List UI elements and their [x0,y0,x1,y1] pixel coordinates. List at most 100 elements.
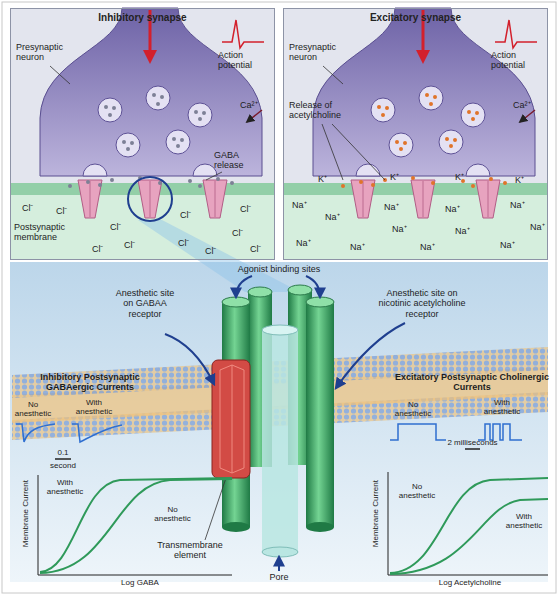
text-label: Na⁺ [292,200,307,210]
text-label: Cl⁻ [110,222,122,232]
scale-bar [465,448,480,450]
text-label: With anesthetic [478,398,526,416]
text-label: Cl⁻ [205,246,217,256]
text-label: Na⁺ [296,238,311,248]
text-label: Excitatory Postsynaptic Cholinergic Curr… [392,372,552,393]
zoom-wedge [138,220,300,292]
text-label: Ca²⁺ [513,100,539,110]
text-label: Inhibitory Postsynaptic GABAergic Curren… [15,372,165,393]
text-label: Membrane Current [371,469,380,559]
subunit-bottom [222,522,250,532]
text-label: No anesthetic [12,400,54,418]
text-label: Na⁺ [530,222,545,232]
pointer-arrow [336,323,405,388]
pore-bottom [262,547,298,557]
dose-response-curve [390,499,548,574]
dose-response-curve [390,478,548,573]
text-label: Na⁺ [455,226,470,236]
text-label: Na⁺ [350,242,365,252]
text-label: Presynaptic neuron [289,42,344,63]
text-label: With anesthetic [70,398,118,416]
subunit-top [306,297,334,307]
text-label: Membrane Current [21,469,30,559]
text-label: Release of acetylcholine [289,100,351,121]
text-label: Presynaptic neuron [16,42,71,63]
subunit-top [288,285,312,295]
text-label: Action potential [491,50,546,71]
text-label: No anesthetic [392,400,434,418]
text-label: Cl⁻ [250,244,262,254]
transmembrane-element [212,360,250,478]
graph-axes [388,472,548,575]
zoom-circle [128,177,172,221]
text-label: Na⁺ [325,212,340,222]
text-label: Na⁺ [392,224,407,234]
pore-top [262,325,298,335]
text-label: Transmembrane element [150,540,230,561]
text-label: Na⁺ [384,202,399,212]
text-label: Na⁺ [420,242,435,252]
acetylcholine-molecules [343,95,505,186]
text-label: Na⁺ [445,204,460,214]
text-label: With anesthetic [500,512,548,530]
text-label: Cl⁻ [124,240,136,250]
pointer-arrow [236,276,252,297]
text-label: Action potential [218,50,273,71]
panel-title: Excitatory synapse [284,9,547,23]
text-label: Cl⁻ [180,210,192,220]
text-label: K⁺ [515,175,524,185]
text-label: Anesthetic site on GABAA receptor [112,288,178,319]
gaba-molecules [70,95,232,186]
text-label: Log Acetylcholine [425,578,515,587]
text-label: Ca²⁺ [240,100,266,110]
text-label: GABA release [214,150,259,171]
excitatory-panel-art [283,8,548,260]
text-label: 0.1 second [48,446,78,472]
text-label: Agonist binding sites [215,264,343,274]
text-label: K⁺ [455,172,464,182]
subunit-top [222,297,250,307]
leader-line [332,124,385,180]
text-label: Log GABA [105,578,175,587]
text-label: 2 milliseconds [445,436,500,449]
text-label: Cl⁻ [92,244,104,254]
pointer-arrow [306,276,320,297]
panel-title: Inhibitory synapse [11,9,274,23]
text-label: Na⁺ [500,240,515,250]
text-label: Pore [264,572,294,582]
dose-response-curve [40,479,232,573]
text-label: No anesthetic [396,482,438,500]
scale-bar [55,458,71,460]
bottom-background [10,262,548,582]
text-label: Cl⁻ [178,238,190,248]
pointer-arrow [165,334,214,384]
graph-axes [38,475,232,575]
text-label: Cl⁻ [232,228,244,238]
channel-pore [262,330,298,552]
subunit-bottom [306,522,334,532]
subunit-top [248,287,272,297]
text-label: Na⁺ [510,200,525,210]
text-label: No anesthetic [150,505,195,523]
text-label: K⁺ [390,172,399,182]
text-label: Cl⁻ [56,206,68,216]
text-label: Cl⁻ [22,203,34,213]
current-trace [478,424,522,440]
current-trace [16,424,55,442]
leader-line [206,172,222,180]
text-label: With anesthetic [44,478,86,496]
channel-subunit [306,302,334,527]
leader-line [205,478,226,540]
helix-lines [220,365,244,473]
current-trace [390,424,446,440]
text-label: Anesthetic site on nicotinic acetylcholi… [372,288,472,319]
dose-response-curve [40,478,232,572]
pointer-arrow [278,557,280,571]
text-label: Cl⁻ [240,204,252,214]
text-label: K⁺ [318,174,327,184]
current-trace [72,424,122,442]
text-label: Postsynaptic membrane [14,222,79,243]
